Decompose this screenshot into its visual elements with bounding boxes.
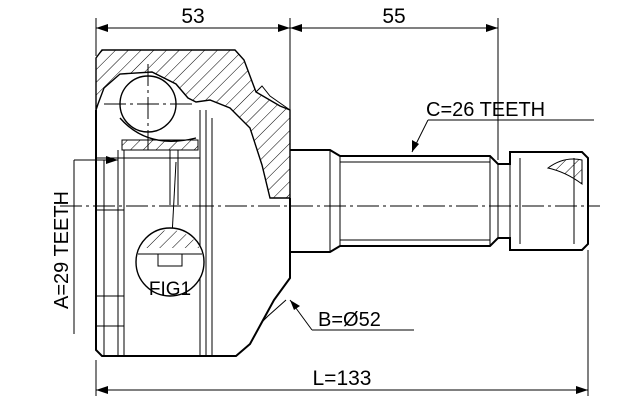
fig1-callout[interactable]: FIG1: [135, 161, 205, 300]
dim-53-text: 53: [181, 5, 204, 28]
housing-hatched-section: [95, 49, 291, 199]
dim-overall-text: L=133: [313, 367, 372, 390]
housing-lower-outline: [95, 110, 291, 357]
seal-diameter-text: B=Ø52: [318, 309, 381, 331]
dimension-overall-length: L=133: [95, 250, 589, 396]
outer-spline-text: C=26 TEETH: [426, 99, 545, 121]
outer-housing: [95, 49, 291, 357]
dim-55-text: 55: [382, 5, 405, 28]
label-inner-spline: A=29 TEETH: [51, 156, 118, 334]
dimension-shaft-length: 55: [290, 5, 499, 160]
dimension-housing-length: 53: [95, 5, 291, 148]
fig1-label: FIG1: [149, 279, 191, 300]
stub-shaft: [290, 149, 589, 253]
label-outer-spline: C=26 TEETH: [411, 99, 594, 153]
inner-spline-text: A=29 TEETH: [51, 191, 73, 309]
label-seal-diameter: B=Ø52: [289, 299, 414, 331]
